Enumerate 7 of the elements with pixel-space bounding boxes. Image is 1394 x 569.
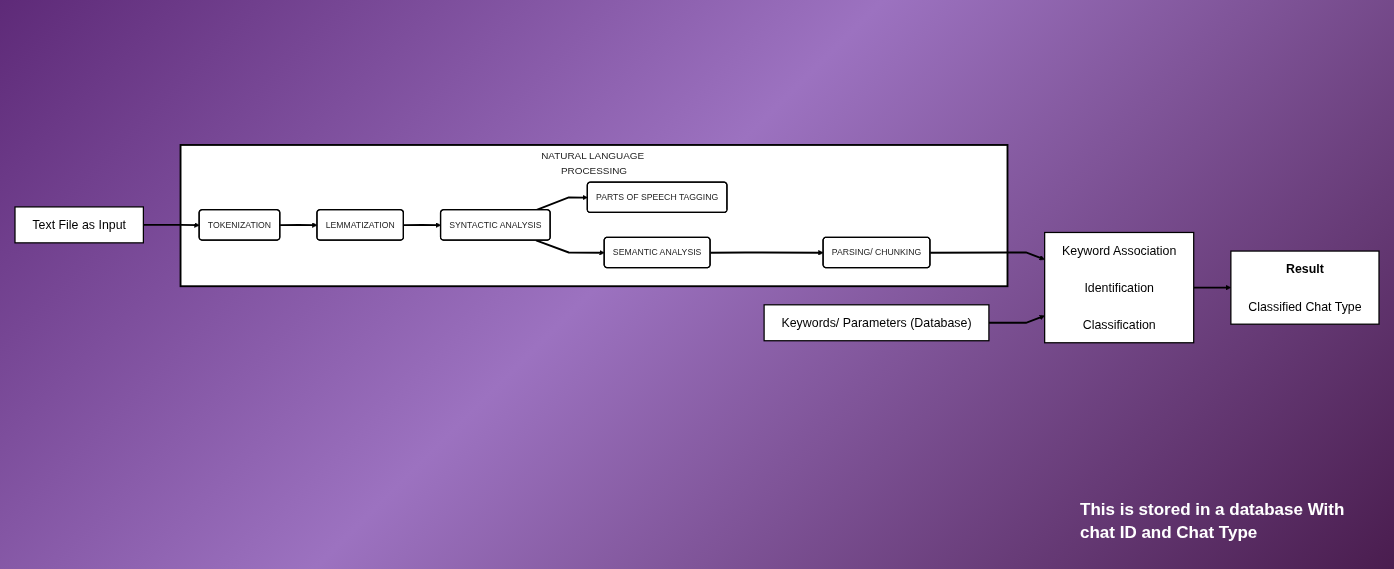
node-box: Result Classified Chat Type	[1230, 250, 1380, 325]
note-text: This is stored in a database With chat ID and Chat Type	[1080, 498, 1346, 544]
node-box: Text File as Input	[14, 205, 144, 244]
node-box: Keyword Association Identification Classification	[1044, 231, 1195, 343]
arrow	[929, 251, 1045, 260]
node-box: Keywords/ Parameters (Database)	[763, 303, 990, 341]
arrow	[535, 239, 605, 256]
